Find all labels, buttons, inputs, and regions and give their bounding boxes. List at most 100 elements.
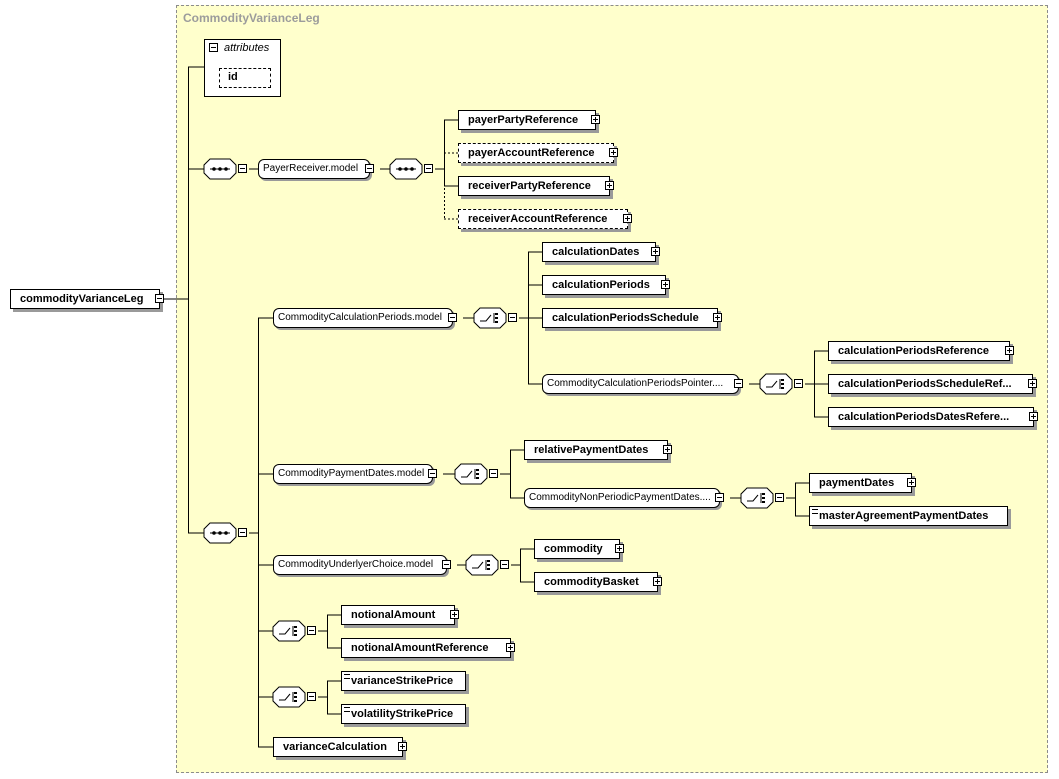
element-relative-payment-dates[interactable]: relativePaymentDates — [524, 440, 672, 460]
expand-icon[interactable] — [398, 742, 407, 751]
attributes-collapse-toggle[interactable] — [209, 43, 218, 52]
element-variance-calculation[interactable]: varianceCalculation — [273, 737, 407, 757]
element-receiver-account-reference[interactable]: receiverAccountReference — [458, 209, 632, 229]
choice-icon — [272, 686, 306, 708]
group-payment-dates[interactable]: CommodityPaymentDates.model — [273, 464, 437, 484]
collapse-toggle[interactable] — [424, 164, 433, 173]
choice-icon — [759, 373, 793, 395]
element-master-agreement-payment-dates[interactable]: masterAgreementPaymentDates — [809, 506, 1008, 526]
expand-icon[interactable] — [713, 313, 722, 322]
group-collapse-toggle[interactable] — [428, 469, 437, 478]
element-label: receiverAccountReference — [468, 213, 608, 225]
element-variance-strike-price[interactable]: varianceStrikePrice — [341, 671, 466, 691]
collapse-toggle[interactable] — [508, 313, 517, 322]
element-label: calculationPeriodsReference — [838, 345, 990, 357]
element-payer-party-reference[interactable]: payerPartyReference — [458, 110, 600, 130]
collapse-toggle[interactable] — [238, 164, 247, 173]
group-collapse-toggle[interactable] — [442, 560, 451, 569]
expand-icon[interactable] — [591, 115, 600, 124]
choice-icon — [473, 307, 507, 329]
expand-icon[interactable] — [609, 148, 618, 157]
element-label: paymentDates — [819, 477, 895, 489]
group-label: PayerReceiver.model — [263, 163, 359, 174]
element-label: calculationPeriodsDatesRefere... — [838, 411, 1010, 423]
element-calculation-periods-schedule-ref[interactable]: calculationPeriodsScheduleRef... — [828, 374, 1037, 394]
attribute-id[interactable]: id — [219, 68, 271, 88]
group-calculation-periods[interactable]: CommodityCalculationPeriods.model — [273, 308, 457, 328]
expand-icon[interactable] — [653, 577, 662, 586]
expand-icon[interactable] — [623, 214, 632, 223]
element-calculation-periods-schedule[interactable]: calculationPeriodsSchedule — [542, 308, 722, 328]
collapse-toggle[interactable] — [775, 493, 784, 502]
simple-content-icon — [344, 707, 350, 712]
expand-icon[interactable] — [661, 280, 670, 289]
root-element[interactable]: commodityVarianceLeg — [10, 289, 160, 309]
expand-icon[interactable] — [1028, 379, 1037, 388]
simple-content-icon — [344, 674, 350, 679]
group-label: CommodityPaymentDates.model — [278, 468, 425, 479]
element-label: calculationDates — [552, 246, 640, 258]
element-calculation-periods-dates-ref[interactable]: calculationPeriodsDatesRefere... — [828, 407, 1038, 427]
collapse-toggle[interactable] — [307, 626, 316, 635]
expand-icon[interactable] — [907, 478, 916, 487]
expand-icon[interactable] — [450, 610, 459, 619]
expand-icon[interactable] — [615, 544, 624, 553]
element-notional-amount-reference[interactable]: notionalAmountReference — [341, 638, 515, 658]
element-payer-account-reference[interactable]: payerAccountReference — [458, 143, 618, 163]
root-element-label: commodityVarianceLeg — [20, 293, 144, 305]
group-calculation-periods-pointer[interactable]: CommodityCalculationPeriodsPointer.... — [542, 374, 743, 394]
group-underlyer-choice[interactable]: CommodityUnderlyerChoice.model — [273, 555, 451, 575]
element-calculation-periods-reference[interactable]: calculationPeriodsReference — [828, 341, 1014, 361]
element-label: calculationPeriods — [552, 279, 650, 291]
collapse-toggle[interactable] — [794, 379, 803, 388]
group-label: CommodityCalculationPeriodsPointer.... — [547, 378, 724, 389]
element-label: receiverPartyReference — [468, 180, 591, 192]
expand-icon[interactable] — [506, 643, 515, 652]
element-payment-dates[interactable]: paymentDates — [809, 473, 916, 493]
root-collapse-toggle[interactable] — [155, 294, 164, 303]
group-collapse-toggle[interactable] — [734, 379, 743, 388]
group-collapse-toggle[interactable] — [448, 313, 457, 322]
attributes-title: attributes — [224, 42, 270, 54]
group-collapse-toggle[interactable] — [715, 493, 724, 502]
element-notional-amount[interactable]: notionalAmount — [341, 605, 459, 625]
group-collapse-toggle[interactable] — [365, 164, 374, 173]
collapse-toggle[interactable] — [238, 528, 247, 537]
collapse-toggle[interactable] — [500, 560, 509, 569]
simple-content-icon — [812, 509, 818, 514]
expand-icon[interactable] — [1005, 346, 1014, 355]
choice-icon — [465, 554, 499, 576]
group-label: CommodityNonPeriodicPaymentDates.... — [529, 492, 711, 503]
element-label: payerAccountReference — [468, 147, 595, 159]
group-label: CommodityUnderlyerChoice.model — [278, 559, 434, 570]
group-payer-receiver[interactable]: PayerReceiver.model — [258, 159, 374, 179]
choice-icon — [454, 463, 488, 485]
expand-icon[interactable] — [651, 247, 660, 256]
element-label: calculationPeriodsScheduleRef... — [838, 378, 1012, 390]
element-label: varianceCalculation — [283, 741, 387, 753]
element-commodity-basket[interactable]: commodityBasket — [534, 572, 662, 592]
expand-icon[interactable] — [1029, 412, 1038, 421]
type-title: CommodityVarianceLeg — [183, 11, 320, 25]
group-label: CommodityCalculationPeriods.model — [278, 312, 442, 323]
element-label: commodityBasket — [544, 576, 639, 588]
collapse-toggle[interactable] — [489, 469, 498, 478]
attributes-box: attributes id — [204, 39, 281, 97]
element-receiver-party-reference[interactable]: receiverPartyReference — [458, 176, 614, 196]
element-calculation-periods[interactable]: calculationPeriods — [542, 275, 670, 295]
element-label: notionalAmount — [351, 609, 436, 621]
expand-icon[interactable] — [605, 181, 614, 190]
group-non-periodic-payment-dates[interactable]: CommodityNonPeriodicPaymentDates.... — [524, 488, 724, 508]
collapse-toggle[interactable] — [307, 692, 316, 701]
element-label: relativePaymentDates — [534, 444, 649, 456]
element-commodity[interactable]: commodity — [534, 539, 624, 559]
element-calculation-dates[interactable]: calculationDates — [542, 242, 660, 262]
expand-icon[interactable] — [663, 445, 672, 454]
element-volatility-strike-price[interactable]: volatilityStrikePrice — [341, 704, 466, 724]
element-label: commodity — [544, 543, 603, 555]
element-label: varianceStrikePrice — [351, 675, 454, 687]
sequence-icon — [203, 522, 237, 544]
